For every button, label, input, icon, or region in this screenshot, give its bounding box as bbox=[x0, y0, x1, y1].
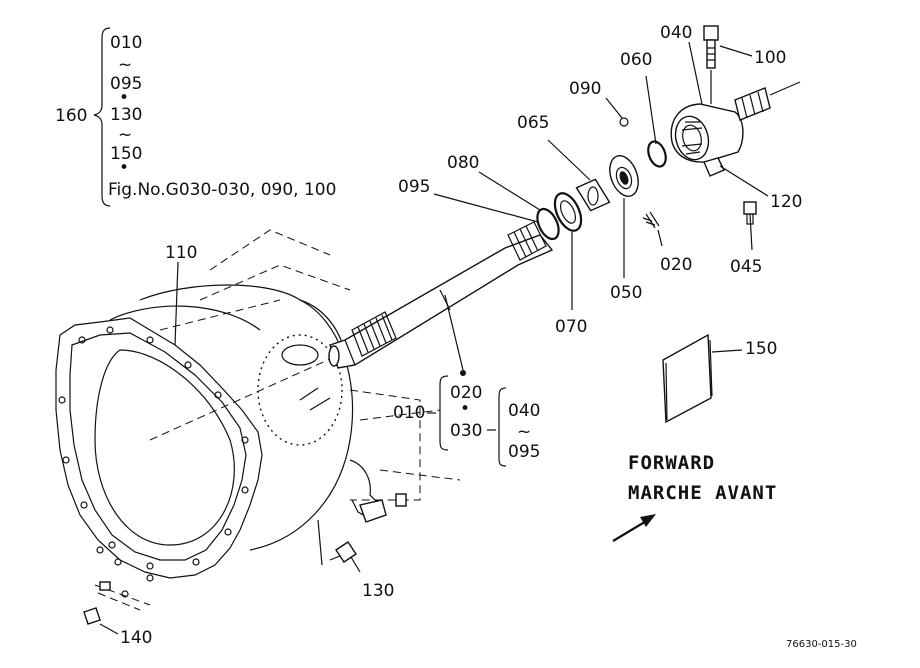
leader-lines bbox=[99, 41, 769, 635]
direction-forward-label: FORWARD bbox=[628, 452, 715, 474]
group-010-bracket: 010 020 • 030 040 ~ 095 bbox=[393, 375, 540, 467]
callout-050: 050 bbox=[610, 283, 642, 303]
callout-070: 070 bbox=[555, 317, 587, 337]
callout-040: 040 bbox=[660, 23, 692, 43]
callout-095-top: 095 bbox=[110, 74, 142, 94]
callout-040-group: 040 bbox=[508, 401, 540, 421]
callout-045: 045 bbox=[730, 257, 762, 277]
separator-dot-2: • bbox=[119, 158, 129, 178]
separator-dot-1: • bbox=[119, 88, 129, 108]
drawing-number: 76630-015-30 bbox=[786, 639, 857, 650]
shaft-spline-right bbox=[507, 221, 547, 261]
range-tilde-1: ~ bbox=[118, 55, 132, 75]
group-160-bracket: 010 ~ 095 • 130 ~ 150 • Fig.No.G030-030,… bbox=[55, 27, 336, 207]
callout-065: 065 bbox=[517, 113, 549, 133]
callout-150: 150 bbox=[745, 339, 777, 359]
callout-130-top: 130 bbox=[110, 105, 142, 125]
callout-090: 090 bbox=[569, 79, 601, 99]
range-tilde-2: ~ bbox=[118, 125, 132, 145]
flange-bolt-holes bbox=[58, 326, 249, 570]
direction-marche-avant-label: MARCHE AVANT bbox=[628, 482, 777, 504]
coupling-040 bbox=[670, 25, 801, 225]
input-shaft bbox=[328, 221, 554, 369]
callout-095-group: 095 bbox=[508, 442, 540, 462]
clutch-housing: 110 bbox=[55, 229, 461, 611]
direction-indicator: FORWARD MARCHE AVANT bbox=[612, 452, 777, 542]
shaft-spline-left bbox=[351, 311, 397, 357]
separator-dot-3: • bbox=[460, 399, 470, 419]
callout-140: 140 bbox=[120, 628, 152, 648]
callout-120: 120 bbox=[770, 192, 802, 212]
forward-arrow-icon bbox=[612, 514, 656, 542]
callout-100: 100 bbox=[754, 48, 786, 68]
callout-080: 080 bbox=[447, 153, 479, 173]
callout-020: 020 bbox=[660, 255, 692, 275]
callout-160: 160 bbox=[55, 106, 87, 126]
figure-reference: Fig.No.G030-030, 090, 100 bbox=[108, 180, 336, 200]
callout-030-group: 030 bbox=[450, 421, 482, 441]
callout-020-group: 020 bbox=[450, 383, 482, 403]
callout-010: 010 bbox=[393, 403, 425, 423]
callout-095: 095 bbox=[398, 177, 430, 197]
callout-060: 060 bbox=[620, 50, 652, 70]
bolts bbox=[83, 541, 357, 625]
callout-010-top: 010 bbox=[110, 33, 142, 53]
shaft-components bbox=[536, 117, 667, 241]
range-tilde-3: ~ bbox=[517, 422, 531, 442]
callout-130: 130 bbox=[362, 581, 394, 601]
callout-150-top: 150 bbox=[110, 144, 142, 164]
manual-150 bbox=[662, 333, 713, 424]
callout-110: 110 bbox=[165, 243, 197, 263]
